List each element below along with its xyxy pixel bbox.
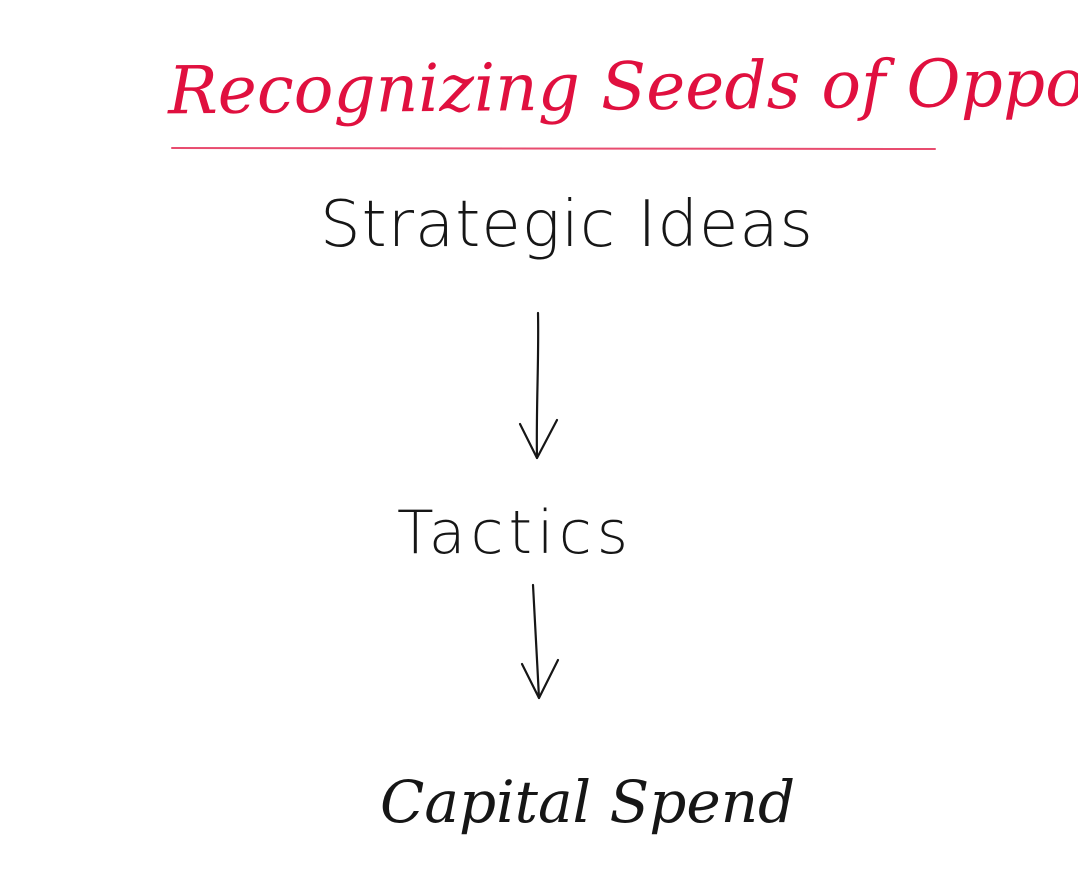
step-strategic-ideas: Strategic Ideas xyxy=(320,188,814,262)
arrow-ideas-to-tactics xyxy=(518,311,559,460)
step-tactics: Tactics xyxy=(397,498,633,568)
arrow-tactics-to-capital xyxy=(520,583,560,700)
